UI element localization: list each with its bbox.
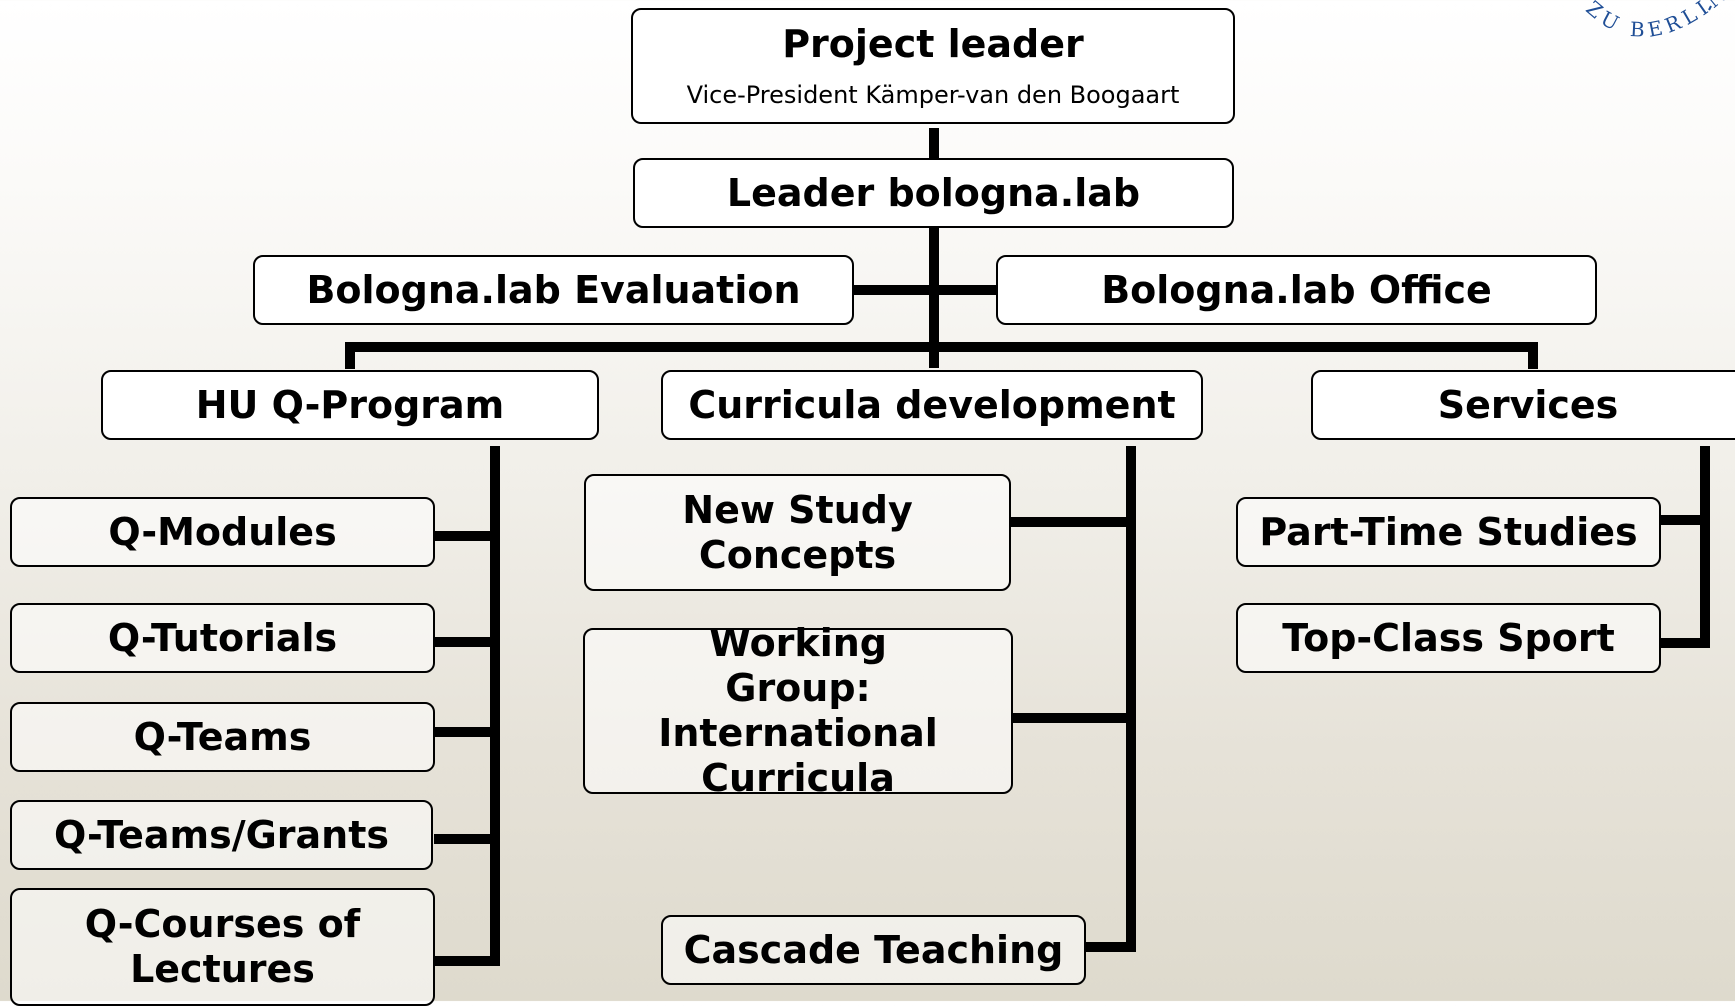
item-label: Q-Tutorials xyxy=(107,615,338,660)
office-label: Bologna.lab Office xyxy=(1101,267,1492,312)
seal-text: ZU BERLIN xyxy=(1582,0,1730,42)
leader-lab-box: Leader bologna.lab xyxy=(633,158,1234,228)
item-box-part-time: Part-Time Studies xyxy=(1236,497,1661,567)
item-label: Q-Courses of Lectures xyxy=(84,902,361,991)
branch-box-hu-q-program: HU Q-Program xyxy=(101,370,599,440)
project-leader-box: Project leader Vice-President Kämper-van… xyxy=(631,8,1235,124)
item-box-q-courses: Q-Courses of Lectures xyxy=(10,888,435,1006)
item-label: Top-Class Sport xyxy=(1282,615,1615,660)
item-label: Q-Modules xyxy=(108,509,337,554)
branch-box-services: Services xyxy=(1311,370,1735,440)
item-box-q-teams-grants: Q-Teams/Grants xyxy=(10,800,433,870)
branch-box-curricula: Curricula development xyxy=(661,370,1203,440)
item-box-cascade-teaching: Cascade Teaching xyxy=(661,915,1086,985)
branch-title: Services xyxy=(1437,382,1619,427)
branch-title: Curricula development xyxy=(688,382,1176,427)
item-label: Cascade Teaching xyxy=(683,927,1064,972)
item-box-q-tutorials: Q-Tutorials xyxy=(10,603,435,673)
project-leader-subtitle: Vice-President Kämper-van den Boogaart xyxy=(686,81,1180,110)
item-label: Q-Teams/Grants xyxy=(54,812,389,857)
item-box-top-class-sport: Top-Class Sport xyxy=(1236,603,1661,673)
evaluation-label: Bologna.lab Evaluation xyxy=(306,267,801,312)
item-box-q-teams: Q-Teams xyxy=(10,702,435,772)
item-label: Part-Time Studies xyxy=(1259,509,1638,554)
leader-lab-label: Leader bologna.lab xyxy=(726,170,1141,215)
item-box-working-group: Working Group: International Curricula xyxy=(583,621,1013,800)
branch-title: HU Q-Program xyxy=(195,382,505,427)
item-box-q-modules: Q-Modules xyxy=(10,497,435,567)
item-label: Q-Teams xyxy=(133,714,312,759)
office-box: Bologna.lab Office xyxy=(996,255,1597,325)
svg-text:ZU BERLIN: ZU BERLIN xyxy=(1582,0,1735,42)
project-leader-title: Project leader xyxy=(782,22,1084,67)
item-box-new-study-concepts: New Study Concepts xyxy=(584,474,1011,591)
university-seal-logo: ZU BERLIN xyxy=(1525,0,1735,64)
item-label: New Study Concepts xyxy=(682,487,913,577)
item-label: Working Group: International Curricula xyxy=(658,621,938,800)
evaluation-box: Bologna.lab Evaluation xyxy=(253,255,854,325)
